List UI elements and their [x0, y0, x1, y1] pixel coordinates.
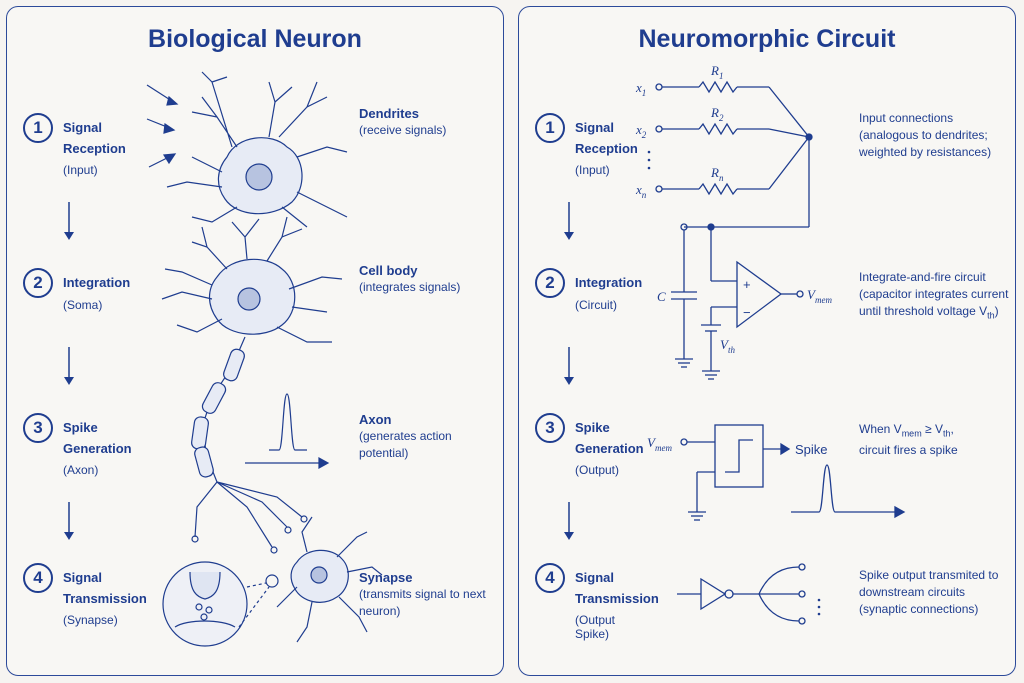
step-sub: (Soma) — [63, 298, 103, 312]
desc-text: (integrates signals) — [359, 280, 461, 294]
desc-ge: ≥ V — [921, 422, 943, 436]
step-number: 1 — [23, 113, 53, 143]
down-arrow-icon — [64, 502, 74, 540]
step-name: Integration — [575, 275, 643, 290]
desc-sub: th — [987, 310, 995, 321]
vmem-label: Vmem — [807, 287, 832, 305]
desc-end: ) — [994, 304, 999, 318]
desc-text: (receive signals) — [359, 123, 447, 137]
neuron-illustration — [146, 71, 383, 647]
input-label-x2: x2 — [635, 122, 647, 140]
step-number: 2 — [535, 268, 565, 298]
input-label-xn: xn — [635, 182, 647, 200]
desc-title: Cell body — [359, 263, 418, 278]
step-name: Signal Transmission — [575, 570, 659, 606]
desc-sub: mem — [901, 428, 922, 439]
step-name: Spike Generation — [575, 420, 644, 456]
desc-text: Integrate-and-fire circuit (capacitor in… — [859, 270, 1009, 318]
step-sub: (Axon) — [63, 463, 99, 477]
desc-text: When V — [859, 422, 902, 436]
step-name: Signal Transmission — [63, 570, 147, 606]
step-number: 3 — [23, 413, 53, 443]
circuit-diagram: x1 x2 xn R1 R2 Rn C Vth Vmem Vmem + − Sp… — [635, 63, 906, 625]
desc-integrate-fire: Integrate-and-fire circuit (capacitor in… — [859, 269, 1009, 324]
down-arrow-icon — [564, 202, 574, 240]
resistor-label-r2: R2 — [710, 105, 724, 123]
capacitor-label: C — [657, 289, 666, 304]
desc-axon: Axon (generates action potential) — [359, 411, 479, 462]
minus-sign: − — [743, 305, 751, 320]
step-sub: (Output Spike) — [575, 613, 616, 641]
desc-end: , — [950, 422, 954, 436]
down-arrow-icon — [564, 502, 574, 540]
step-number: 3 — [535, 413, 565, 443]
plus-sign: + — [743, 277, 751, 292]
panel-title: Biological Neuron — [148, 25, 362, 53]
desc-line2: circuit fires a spike — [859, 443, 958, 458]
down-arrow-icon — [64, 347, 74, 385]
desc-synapse: Synapse (transmits signal to next neuron… — [359, 569, 489, 620]
desc-cell-body: Cell body (integrates signals) — [359, 262, 489, 296]
resistor-label-r1: R1 — [710, 63, 723, 81]
vmem-input-label: Vmem — [647, 435, 672, 453]
desc-dendrites: Dendrites (receive signals) — [359, 105, 489, 139]
input-label-x1: x1 — [635, 80, 646, 98]
step-number: 4 — [23, 563, 53, 593]
panel-title: Neuromorphic Circuit — [638, 25, 896, 53]
step-number: 4 — [535, 563, 565, 593]
step-sub: (Input) — [575, 163, 610, 177]
step-number: 2 — [23, 268, 53, 298]
resistor-label-rn: Rn — [710, 165, 724, 183]
desc-spike-fire: When Vmem ≥ Vth, circuit fires a spike — [859, 421, 1009, 459]
step-sub: (Input) — [63, 163, 98, 177]
step-sub: (Output) — [575, 463, 620, 477]
desc-spike-output: Spike output transmited to downstream ci… — [859, 568, 999, 616]
biological-neuron-panel: Biological Neuron 1 Signal Reception (In… — [6, 6, 504, 676]
step-sub: (Circuit) — [575, 298, 617, 312]
down-arrow-icon — [64, 202, 74, 240]
step-number: 1 — [535, 113, 565, 143]
desc-title: Synapse — [359, 570, 413, 585]
desc-text: (generates action potential) — [359, 429, 452, 460]
vth-label: Vth — [720, 337, 735, 355]
down-arrow-icon — [564, 347, 574, 385]
desc-sub: th — [942, 428, 951, 439]
desc-input-connections: Input connections (analogous to dendrite… — [859, 111, 992, 159]
step-name: Signal Reception — [575, 120, 638, 156]
spike-label: Spike — [795, 442, 828, 457]
desc-text: (transmits signal to next neuron) — [359, 587, 486, 618]
step-name: Integration — [63, 275, 131, 290]
step-name: Signal Reception — [63, 120, 126, 156]
step-sub: (Synapse) — [63, 613, 118, 627]
neuromorphic-circuit-panel: Neuromorphic Circuit 1 Signal Reception … — [518, 6, 1016, 676]
desc-title: Dendrites — [359, 106, 419, 121]
step-name: Spike Generation — [63, 420, 132, 456]
desc-title: Axon — [359, 412, 392, 427]
